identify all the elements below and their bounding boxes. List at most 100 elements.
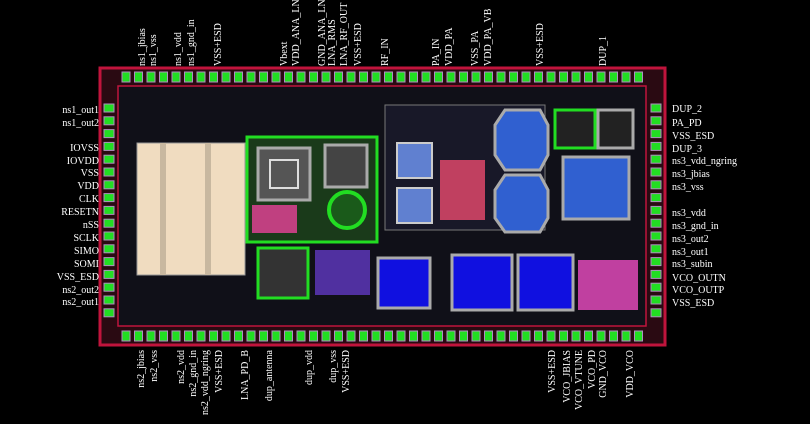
inductor-bottom-1 (376, 256, 432, 310)
pin-label-top: ns1_vss (148, 34, 159, 66)
vco-inductor (516, 253, 575, 312)
digital-core-block (136, 142, 246, 276)
bond-pad (621, 71, 631, 83)
pin-label-top: ns1_jbias (137, 28, 148, 66)
pin-label-bottom: VSS+ESD (547, 350, 558, 393)
bond-pad (650, 205, 662, 215)
bond-pad (371, 71, 381, 83)
pin-label-bottom: VSS+ESD (214, 350, 225, 393)
pin-label-bottom: VCO_JBIAS (562, 350, 573, 403)
bond-pad (271, 330, 281, 342)
bond-pad (434, 71, 443, 83)
bond-pad (650, 193, 662, 203)
pin-label-top: ns1_vdd (173, 32, 184, 66)
bond-pad (103, 103, 115, 113)
pa-octagon-inductor-2 (493, 173, 550, 234)
pin-label-top: VDD_ANA_LNA (291, 0, 302, 66)
pa-octagon-inductor-1 (493, 108, 550, 172)
pin-label-right: ns3_out2 (672, 234, 709, 245)
core-stripe (205, 143, 211, 275)
pin-label-right: DUP_2 (672, 104, 703, 115)
bond-pad (484, 71, 493, 83)
bond-pad (650, 180, 662, 190)
bond-pad (259, 330, 268, 342)
pin-label-left: ns1_out2 (62, 118, 99, 129)
pin-label-right: ns3_vdd (672, 208, 706, 219)
pin-label-left: SOMI (73, 259, 99, 270)
bond-pad (584, 330, 593, 342)
bond-pad (103, 282, 115, 292)
bond-pad (596, 330, 606, 342)
bond-pad (103, 180, 115, 190)
lna-inductor-2 (323, 143, 369, 189)
bond-pad (650, 282, 662, 292)
bond-pad (259, 71, 268, 83)
bond-pad (650, 257, 662, 267)
pin-label-top: VDD_PA (444, 27, 455, 66)
bond-pad (650, 103, 662, 113)
pin-label-right: ns3_vss (672, 182, 704, 193)
bond-pad (521, 330, 531, 342)
bond-pad (196, 330, 206, 342)
pin-label-right: ns3_gnd_in (672, 221, 719, 232)
bond-pad (296, 71, 306, 83)
pin-label-left: IOVSS (70, 143, 99, 154)
bond-pad (446, 71, 456, 83)
pin-label-bottom: ns2_vdd (176, 350, 187, 384)
pin-label-left: RESETN (61, 207, 99, 218)
bond-pad (146, 71, 156, 83)
bond-pad (284, 330, 293, 342)
bond-pad (234, 330, 243, 342)
pin-label-top: RF_IN (380, 38, 391, 66)
bond-pad (634, 330, 643, 342)
bond-pad (409, 71, 418, 83)
bond-pad (650, 218, 662, 228)
pin-label-right: VSS_ESD (672, 298, 715, 309)
bond-pad (103, 308, 115, 318)
bond-pad (103, 116, 115, 126)
pin-label-right: ns3_subin (672, 259, 713, 270)
bond-pad (159, 71, 168, 83)
bond-pad (309, 71, 318, 83)
bond-pad (284, 71, 293, 83)
bond-pad (521, 71, 531, 83)
bond-pad (334, 330, 343, 342)
pa-transistor-array (440, 160, 485, 220)
ns2-inductor (256, 246, 310, 300)
pad-row-bottom (121, 330, 643, 342)
bond-pad (134, 330, 143, 342)
pin-label-bottom: VDD_VCO (625, 350, 636, 398)
bond-pad (196, 71, 206, 83)
pin-label-bottom: ns2_vdd_ngring (200, 350, 211, 415)
bond-pad (384, 71, 393, 83)
bond-pad (103, 257, 115, 267)
bond-pad (171, 71, 181, 83)
bond-pad (346, 71, 356, 83)
bond-pad (596, 71, 606, 83)
bond-pad (346, 330, 356, 342)
pin-label-top: VSS+ESD (535, 23, 546, 66)
bond-pad (496, 71, 506, 83)
bond-pad (434, 330, 443, 342)
bond-pad (546, 71, 556, 83)
bond-pad (221, 330, 231, 342)
bond-pad (103, 205, 115, 215)
pin-label-bottom: LNA_PD_B (240, 350, 251, 401)
bond-pad (650, 129, 662, 139)
pin-label-bottom: dup_antenna (264, 350, 275, 402)
pin-label-top: VSS_PA (470, 30, 481, 66)
bond-pad (146, 330, 156, 342)
bond-pad (650, 116, 662, 126)
bond-pad (321, 71, 331, 83)
bond-pad (509, 71, 518, 83)
pin-label-left: CLK (79, 194, 99, 205)
bond-pad (471, 330, 481, 342)
bond-pad (384, 330, 393, 342)
bond-pad (650, 308, 662, 318)
bond-pad (496, 330, 506, 342)
bond-pad (471, 71, 481, 83)
bond-pad (650, 269, 662, 279)
ns3-inductor (561, 155, 631, 221)
